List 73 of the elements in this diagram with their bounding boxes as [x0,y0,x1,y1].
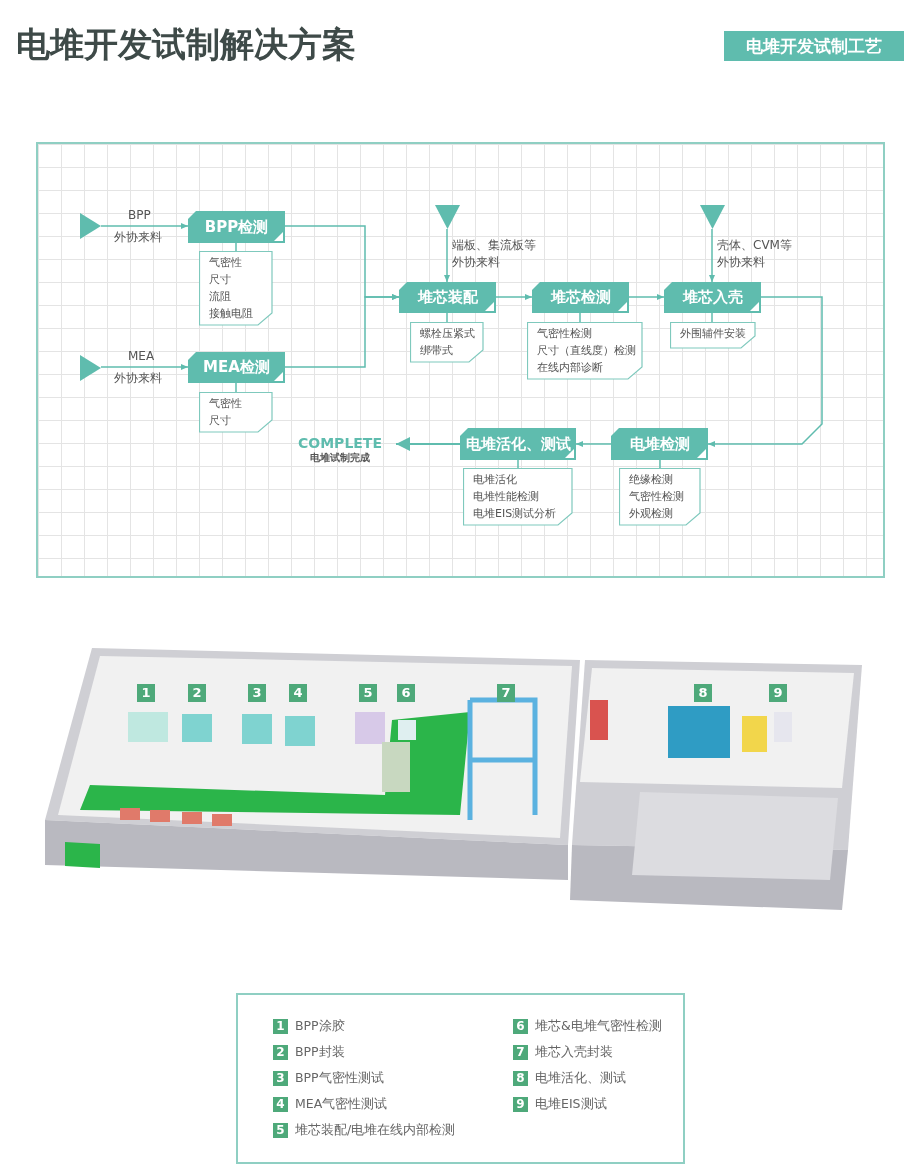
connector-line [235,242,237,252]
number-swatch: 1 [273,1019,288,1034]
process-box: 堆芯入壳 [664,282,761,313]
arrow [628,294,665,300]
legend-text: 堆芯&电堆气密性检测 [535,1018,662,1035]
connector-line [235,382,237,393]
caption-text: MEA [128,349,155,363]
input-triangle [435,205,460,229]
number-swatch: 8 [513,1071,528,1086]
legend-text: 电堆EIS测试 [535,1096,607,1113]
process-box: BPP检测 [188,211,285,243]
caption-text: 端板、集流板等 [452,237,536,254]
callout-number: 3 [248,684,266,702]
callout-number: 9 [769,684,787,702]
callout-number: 8 [694,684,712,702]
caption-text: 外协来料 [114,370,162,387]
arrow [444,228,450,283]
connector-line [517,459,519,469]
note-box: 电堆活化 电堆性能检测 电堆EIS测试分析 [463,468,573,526]
number-swatch: 3 [273,1071,288,1086]
legend-text: BPP封装 [295,1044,345,1061]
arrow [495,294,533,300]
arrow [709,228,715,283]
note-box: 绝缘检测 气密性检测 外观检测 [619,468,701,526]
number-swatch: 6 [513,1019,528,1034]
note-box: 外围辅件安装 [670,322,756,349]
connector-line [711,312,713,323]
number-swatch: 5 [273,1123,288,1138]
callout-number: 5 [359,684,377,702]
input-triangle [700,205,725,229]
connector-line [659,459,661,469]
number-swatch: 9 [513,1097,528,1112]
arrow [284,294,400,368]
arrow [100,223,189,229]
legend-text: 堆芯入壳封装 [535,1044,613,1061]
callout-number: 1 [137,684,155,702]
legend-text: MEA气密性测试 [295,1096,388,1113]
process-box: 电堆活化、测试 [460,428,576,460]
number-swatch: 2 [273,1045,288,1060]
process-box: 电堆检测 [611,428,708,460]
note-box: 气密性 尺寸 [199,392,273,433]
note-box: 气密性检测 尺寸（直线度）检测 在线内部诊断 [527,322,643,380]
section-badge: 电堆开发试制工艺 [724,31,904,61]
end-label: COMPLETE 电堆试制完成 [292,436,388,466]
input-triangle [80,213,101,239]
caption-text: 外协来料 [717,254,765,271]
input-triangle [80,355,101,381]
process-box: MEA检测 [188,352,285,383]
process-box: 堆芯装配 [399,282,496,313]
arrow [575,441,612,447]
caption-text: 外协来料 [452,254,500,271]
page-title: 电堆开发试制解决方案 [16,23,356,66]
process-box: 堆芯检测 [532,282,629,313]
note-box: 气密性 尺寸 流阻 接触电阻 [199,251,273,326]
arrow [707,296,823,447]
callout-number: 6 [397,684,415,702]
callout-number: 2 [188,684,206,702]
number-swatch: 4 [273,1097,288,1112]
caption-text: 外协来料 [114,229,162,246]
caption-text: 壳体、CVM等 [717,237,792,254]
connector-line [446,312,448,323]
legend-text: 电堆活化、测试 [535,1070,626,1087]
arrow [395,437,461,451]
arrow [100,364,189,370]
note-box: 螺栓压紧式 绑带式 [410,322,484,363]
legend-text: 堆芯装配/电堆在线内部检测 [295,1122,456,1139]
caption-text: BPP [128,208,151,222]
legend-text: BPP涂胶 [295,1018,345,1035]
legend-text: BPP气密性测试 [295,1070,384,1087]
callout-number: 7 [497,684,515,702]
connector-line [579,312,581,323]
callout-number: 4 [289,684,307,702]
number-swatch: 7 [513,1045,528,1060]
